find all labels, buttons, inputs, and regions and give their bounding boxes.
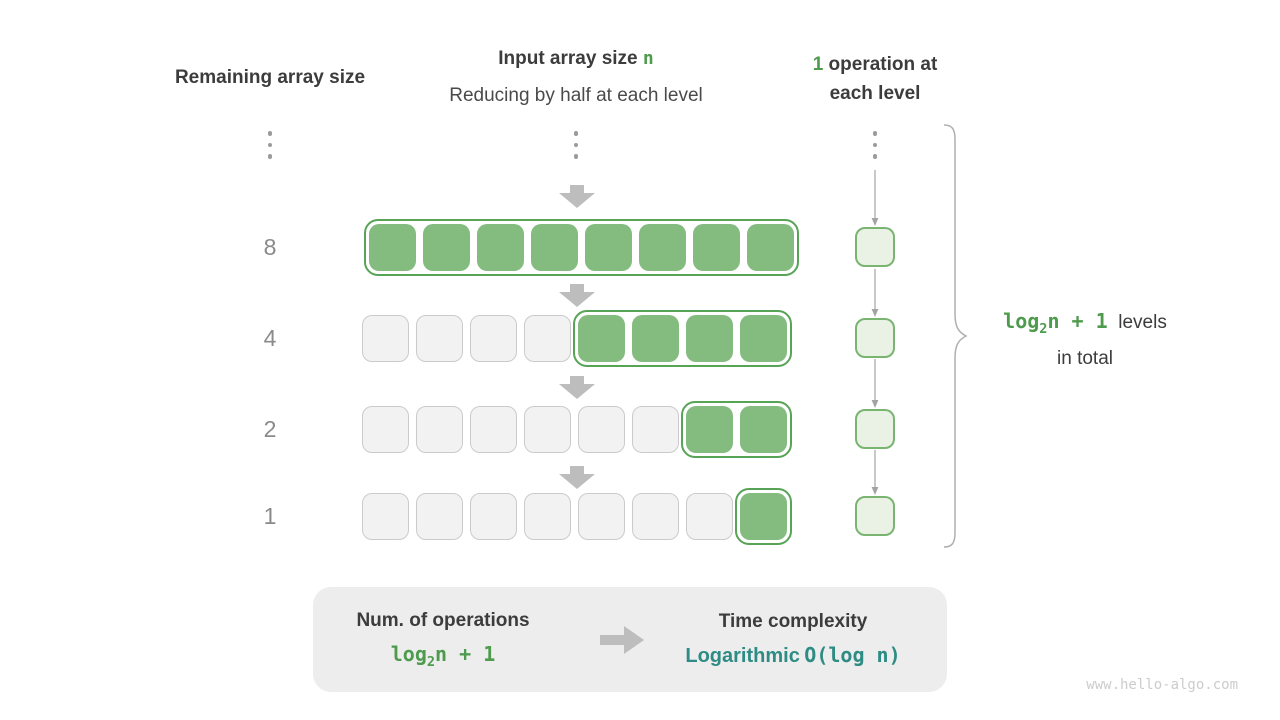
array-cell-empty xyxy=(416,406,463,453)
thin-down-arrow-icon xyxy=(871,269,879,317)
header-one-operation-rest: operation at xyxy=(823,54,938,75)
header-input-array-size-var: n xyxy=(642,48,654,69)
array-row xyxy=(362,310,792,367)
brace-icon xyxy=(943,124,968,548)
array-row xyxy=(362,401,792,458)
array-cell-active xyxy=(578,315,625,362)
header-input-array-size: Input array size n xyxy=(401,48,751,70)
array-cell-active xyxy=(639,224,686,271)
num-operations-title: Num. of operations xyxy=(356,609,530,631)
header-remaining-array-size: Remaining array size xyxy=(174,67,366,88)
array-row xyxy=(362,488,792,545)
complexity-formula: O(log n) xyxy=(804,643,901,667)
array-cell-empty xyxy=(416,315,463,362)
array-cell-active xyxy=(477,224,524,271)
array-cell-active xyxy=(686,406,733,453)
array-cell-active xyxy=(423,224,470,271)
levels-word: levels xyxy=(1118,312,1167,333)
thin-down-arrow-icon xyxy=(871,450,879,495)
operation-box xyxy=(855,227,895,267)
array-cell-active xyxy=(369,224,416,271)
levels-line2: in total xyxy=(1057,348,1113,369)
array-cell-active xyxy=(693,224,740,271)
array-cell-empty xyxy=(470,406,517,453)
right-arrow-icon xyxy=(600,626,644,654)
array-cell-active xyxy=(740,315,787,362)
array-cell-active xyxy=(585,224,632,271)
operation-box xyxy=(855,318,895,358)
ellipsis-dots-middle xyxy=(573,131,579,159)
array-cell-active xyxy=(531,224,578,271)
active-subarray-outline xyxy=(573,310,792,367)
summary-panel: Num. of operations log2n + 1 Time comple… xyxy=(313,587,947,692)
thin-down-arrow-icon xyxy=(871,170,879,226)
operations-summary-block: Num. of operations log2n + 1 xyxy=(313,587,573,692)
array-row xyxy=(364,219,799,276)
ellipsis-dots-left xyxy=(267,131,273,159)
remaining-size-label: 4 xyxy=(263,325,277,351)
array-cell-empty xyxy=(578,406,625,453)
num-operations-formula: log2n + 1 xyxy=(390,641,496,670)
active-subarray-outline xyxy=(735,488,792,545)
down-arrow-icon xyxy=(559,376,595,399)
array-cell-empty xyxy=(578,493,625,540)
array-cell-empty xyxy=(470,315,517,362)
operation-box xyxy=(855,496,895,536)
down-arrow-icon xyxy=(559,466,595,489)
array-cell-empty xyxy=(632,493,679,540)
array-cell-empty xyxy=(362,406,409,453)
time-complexity-block: Time complexity Logarithmic O(log n) xyxy=(643,587,943,692)
array-cell-empty xyxy=(416,493,463,540)
down-arrow-icon xyxy=(559,185,595,208)
header-one-operation-count: 1 xyxy=(812,54,824,75)
active-subarray-outline xyxy=(681,401,792,458)
array-cell-active xyxy=(740,406,787,453)
array-cell-empty xyxy=(632,406,679,453)
levels-total-label: log2n + 1 levels in total xyxy=(980,306,1190,374)
array-cell-empty xyxy=(362,493,409,540)
array-cell-empty xyxy=(524,493,571,540)
array-cell-empty xyxy=(470,493,517,540)
complexity-word: Logarithmic xyxy=(685,645,800,667)
array-cell-active xyxy=(747,224,794,271)
time-complexity-value: Logarithmic O(log n) xyxy=(685,643,900,668)
remaining-size-label: 2 xyxy=(263,416,277,442)
array-cell-active xyxy=(686,315,733,362)
thin-down-arrow-icon xyxy=(871,359,879,408)
array-cell-active xyxy=(632,315,679,362)
active-subarray-outline xyxy=(364,219,799,276)
remaining-size-label: 8 xyxy=(263,234,277,260)
operation-box xyxy=(855,409,895,449)
watermark: www.hello-algo.com xyxy=(1086,677,1238,693)
header-reducing-by-half: Reducing by half at each level xyxy=(449,85,703,106)
ellipsis-dots-right xyxy=(872,131,878,159)
down-arrow-icon xyxy=(559,284,595,307)
array-cell-empty xyxy=(524,315,571,362)
array-cell-empty xyxy=(524,406,571,453)
remaining-size-label: 1 xyxy=(263,503,277,529)
time-complexity-title: Time complexity xyxy=(718,611,868,632)
header-one-operation: 1 operation at each level xyxy=(775,51,975,108)
header-one-operation-line2: each level xyxy=(829,82,921,104)
array-cell-empty xyxy=(686,493,733,540)
array-cell-empty xyxy=(362,315,409,362)
levels-formula: log2n + 1 xyxy=(1003,309,1108,337)
array-cell-active xyxy=(740,493,787,540)
header-input-array-size-text: Input array size xyxy=(498,48,643,69)
